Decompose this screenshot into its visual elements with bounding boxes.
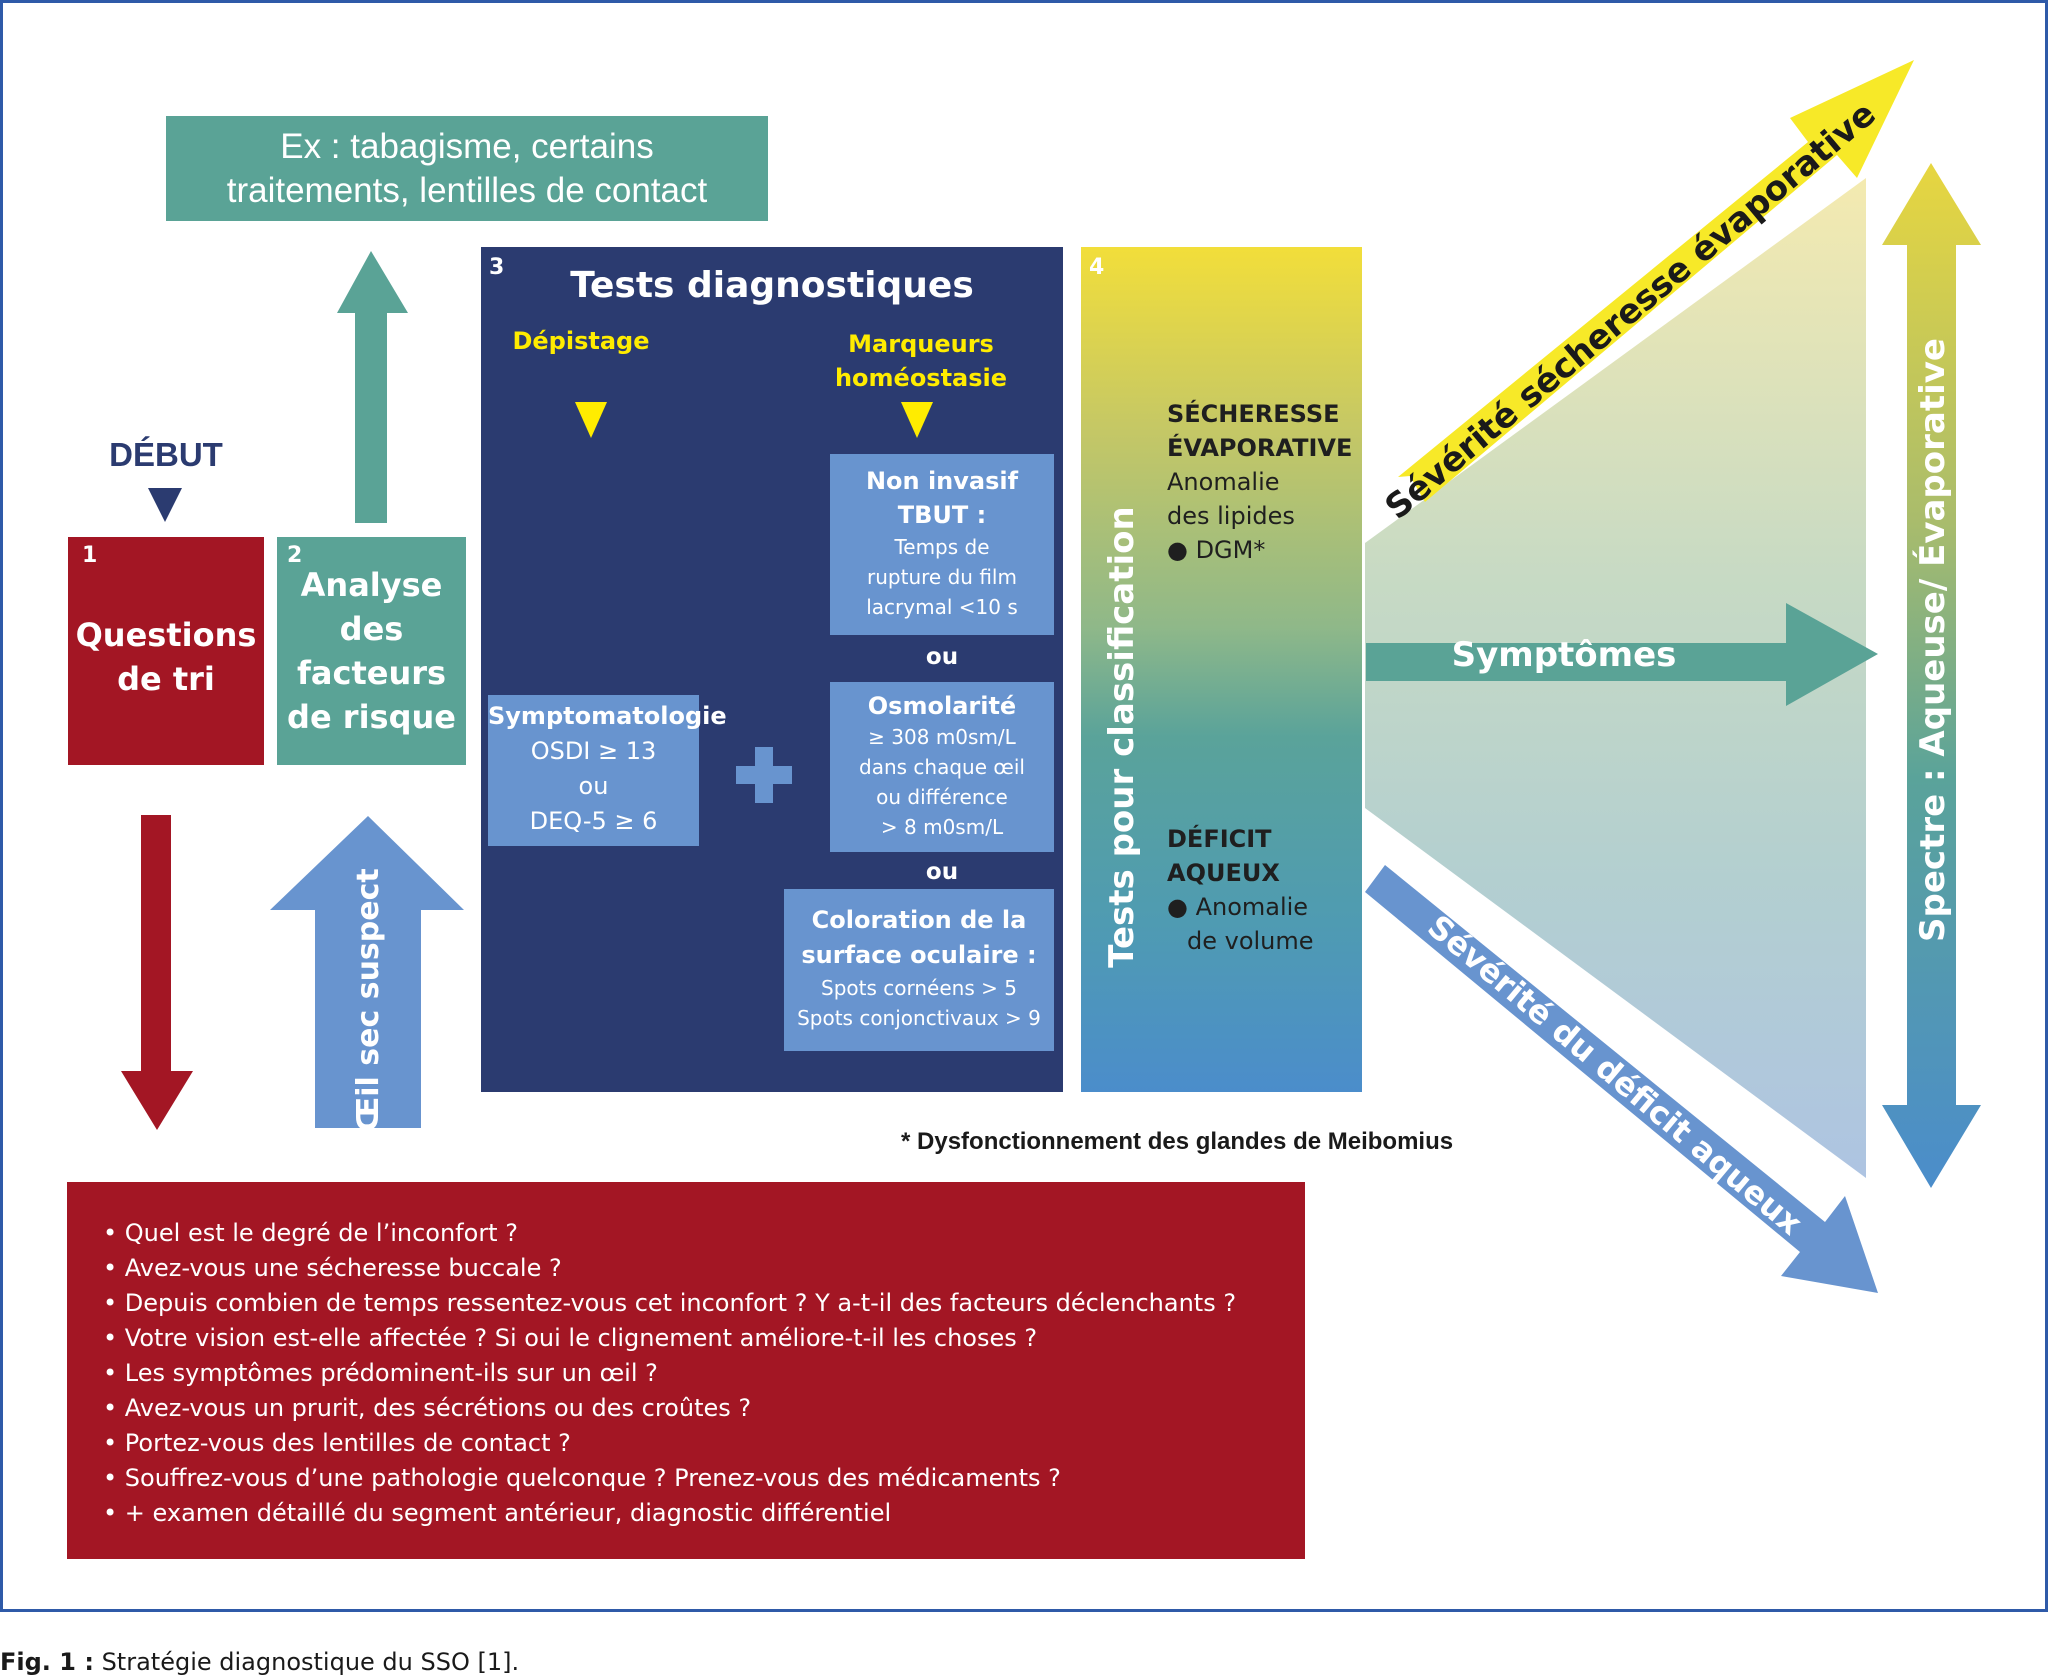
aqueous-line2: de volume: [1187, 927, 1314, 955]
risk-examples-line2: traitements, lentilles de contact: [226, 170, 708, 210]
question-item: • Depuis combien de temps ressentez-vous…: [103, 1289, 1237, 1317]
classification-label-layer: Tests pour classification: [1102, 506, 1142, 967]
step2-risk-factors-box: 2 Analyse des facteurs de risque: [277, 537, 466, 765]
symptomatology-box: Symptomatologie OSDI ≥ 13 ou DEQ-5 ≥ 6: [488, 695, 727, 846]
osmolarity-box: Osmolarité ≥ 308 m0sm/L dans chaque œil …: [830, 682, 1054, 852]
step1-number: 1: [82, 543, 98, 568]
staining-box: Coloration de la surface oculaire : Spot…: [784, 889, 1054, 1051]
evaporative-line1: Anomalie: [1167, 468, 1280, 496]
symptomatology-title: Symptomatologie: [488, 702, 727, 730]
staining-line2: Spots conjonctivaux > 9: [797, 1006, 1041, 1030]
tbut-line1: Temps de: [894, 535, 990, 559]
osdi-threshold: OSDI ≥ 13: [530, 737, 657, 765]
osmolarity-line2: dans chaque œil: [859, 755, 1025, 779]
tbut-line2: rupture du film: [867, 565, 1017, 589]
evaporative-line2: des lipides: [1167, 502, 1295, 530]
question-item: • Avez-vous un prurit, des sécrétions ou…: [103, 1394, 752, 1422]
up-arrow-to-examples: [337, 251, 408, 523]
tbut-title1: Non invasif: [865, 467, 1019, 495]
tbut-title2: TBUT :: [897, 501, 987, 529]
step2-title-line4: de risque: [287, 698, 456, 736]
start-label: DÉBUT: [109, 436, 223, 473]
exam-highlight: • + examen détaillé du segment antérieur…: [103, 1499, 892, 1527]
evaporative-section: SÉCHERESSE ÉVAPORATIVE Anomalie des lipi…: [1167, 397, 1352, 567]
classification-vertical-label: Tests pour classification: [1102, 506, 1142, 967]
staining-title2: surface oculaire :: [801, 941, 1037, 969]
question-item: • Portez-vous des lentilles de contact ?: [103, 1429, 571, 1457]
step2-title-line3: facteurs: [296, 654, 447, 692]
step2-number: 2: [287, 543, 303, 568]
evaporative-line3: ● DGM*: [1167, 536, 1266, 564]
aqueous-section: DÉFICIT AQUEUX ● Anomalie de volume: [1167, 822, 1314, 958]
step3-number: 3: [489, 255, 505, 280]
tbut-line3: lacrymal <10 s: [866, 595, 1018, 619]
question-item: • Quel est le degré de l’inconfort ?: [103, 1219, 518, 1247]
aqueous-title2: AQUEUX: [1167, 859, 1280, 887]
staining-line1: Spots cornéens > 5: [821, 976, 1017, 1000]
question-item: • Votre vision est-elle affectée ? Si ou…: [103, 1324, 1038, 1352]
evaporative-title2: ÉVAPORATIVE: [1167, 434, 1353, 462]
risk-examples-line1: Ex : tabagisme, certains: [280, 126, 654, 166]
deq5-threshold: DEQ-5 ≥ 6: [529, 807, 658, 835]
aqueous-title1: DÉFICIT: [1167, 825, 1272, 853]
figure-caption: Fig. 1 : Stratégie diagnostique du SSO […: [0, 1648, 519, 1676]
tbut-box: Non invasif TBUT : Temps de rupture du f…: [830, 454, 1054, 635]
debut-triangle-icon: [148, 488, 182, 522]
spectrum-label: Spectre : Aqueuse/ Évaporative: [1912, 338, 1953, 942]
markers-label-line1: Marqueurs: [848, 330, 994, 358]
screening-triangle-icon: [575, 402, 607, 438]
risk-examples-box: Ex : tabagisme, certains traitements, le…: [166, 116, 768, 221]
suspect-dry-eye-arrow: [270, 816, 464, 1128]
markers-label-line2: homéostasie: [834, 364, 1008, 392]
symptoms-arrow: [1366, 603, 1878, 706]
symptoms-label: Symptômes: [1452, 635, 1677, 675]
step1-title-line1: Questions: [75, 616, 257, 654]
down-arrow-to-questions: [121, 815, 193, 1130]
osmolarity-line1: ≥ 308 m0sm/L: [868, 725, 1016, 749]
aqueous-severity-arrow: [1365, 865, 1878, 1293]
step4-number: 4: [1089, 255, 1105, 280]
step3-title: Tests diagnostiques: [570, 265, 974, 306]
evaporative-severity-arrow: [1398, 60, 1914, 502]
step1-title-line2: de tri: [117, 660, 215, 698]
suspect-dry-eye-label: Œil sec suspect: [351, 868, 386, 1131]
or-label-1: ou: [925, 644, 959, 670]
triage-questions-box: • Quel est le degré de l’inconfort ? • A…: [67, 1182, 1305, 1559]
aqueous-line1: ● Anomalie: [1167, 893, 1309, 921]
plus-icon-bar: [736, 766, 792, 784]
staining-title1: Coloration de la: [811, 906, 1027, 934]
osmolarity-line3: ou différence: [876, 785, 1008, 809]
step3-diagnostic-tests-box: 3 Tests diagnostiques Dépistage Marqueur…: [481, 247, 1063, 1092]
figure-frame: [0, 0, 2048, 1612]
step2-title-line2: des: [339, 610, 404, 648]
step1-triage-box: 1 Questions de tri: [68, 537, 264, 765]
spectrum-double-arrow: [1882, 163, 1981, 1188]
osmolarity-line4: > 8 m0sm/L: [880, 815, 1004, 839]
footnote: * Dysfonctionnement des glandes de Meibo…: [901, 1128, 1454, 1155]
step4-classification-box: 4 Tests pour classification SÉCHERESSE É…: [1081, 247, 1362, 1092]
question-item: • Souffrez-vous d’une pathologie quelcon…: [103, 1464, 1061, 1492]
question-item: • Les symptômes prédominent-ils sur un œ…: [103, 1359, 658, 1387]
symptomatology-or: ou: [578, 772, 609, 800]
step2-title-line1: Analyse: [300, 566, 443, 604]
question-item: • Avez-vous une sécheresse buccale ?: [103, 1254, 562, 1282]
osmolarity-title: Osmolarité: [867, 692, 1017, 720]
evaporative-title1: SÉCHERESSE: [1167, 400, 1340, 428]
screening-label: Dépistage: [512, 327, 650, 355]
markers-triangle-icon: [901, 402, 933, 438]
step3-arrows: [575, 402, 933, 803]
or-label-2: ou: [925, 859, 959, 885]
caption-label: Fig. 1 :: [0, 1648, 94, 1676]
caption-text: Stratégie diagnostique du SSO [1].: [93, 1648, 520, 1676]
